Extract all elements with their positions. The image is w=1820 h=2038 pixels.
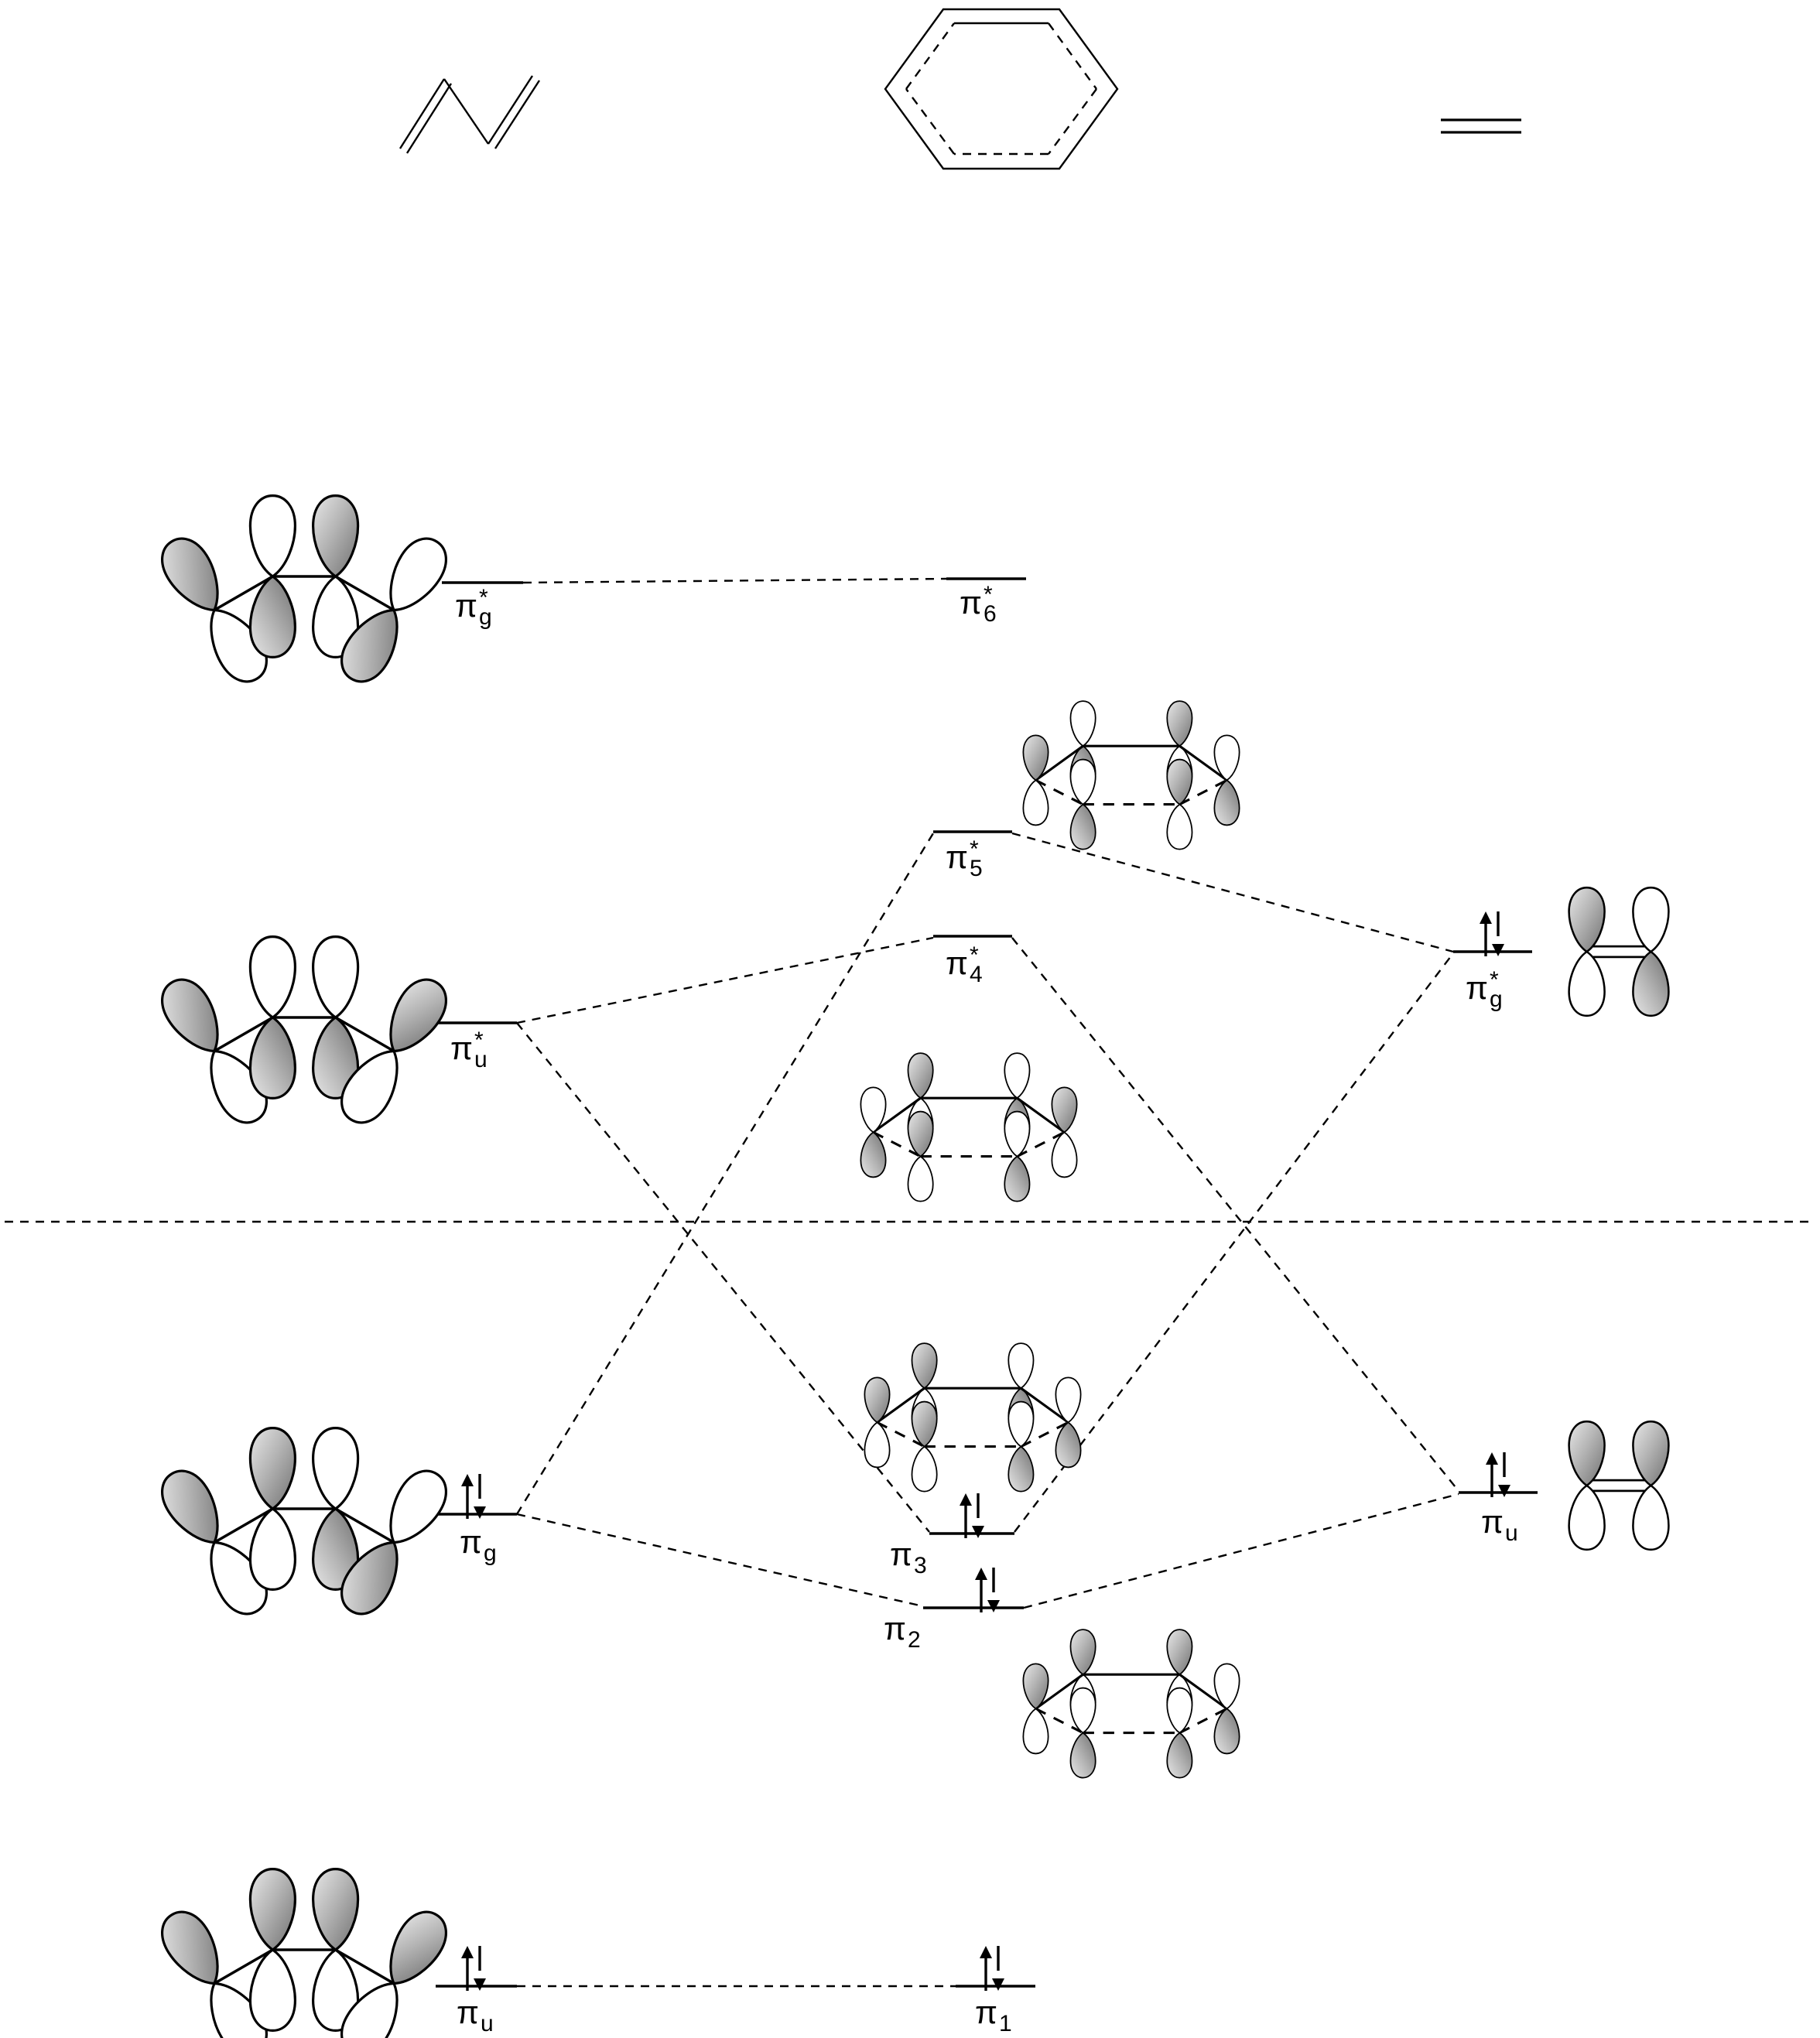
butadiene-pi-g-orbital-diagram <box>152 1428 456 1623</box>
correlation-line-benzene-pistar-5-to-ethylene-pistar-g <box>1011 832 1454 953</box>
butadiene-pistar-u-orbital-diagram <box>152 937 456 1132</box>
ethylene-pistar-g-orbital-diagram <box>1569 887 1669 1016</box>
label-base: π <box>450 1030 473 1066</box>
butadiene-pi-u-orbital-diagram <box>152 1869 456 2038</box>
electron-pair-ethylene-pistar-g <box>1478 910 1506 958</box>
benzene-pistar-5-orbital-diagram <box>1023 701 1239 849</box>
label-sup: * <box>478 585 488 610</box>
label-sup: * <box>969 942 979 968</box>
ethylene-structure <box>1441 118 1521 134</box>
butadiene-energy-levels <box>436 581 523 1988</box>
electron-arrows <box>460 910 1512 1992</box>
label-sub: u <box>480 2011 494 2036</box>
correlation-line-benzene-pi-2-to-ethylene-pi-u <box>1023 1493 1459 1609</box>
label-sub: 2 <box>907 1627 921 1653</box>
label-sub: 5 <box>969 856 983 881</box>
label-sup: * <box>969 836 979 862</box>
label-base: π <box>455 587 477 624</box>
benzene-pi-3-orbital-diagram <box>864 1343 1080 1491</box>
label-sub: g <box>483 1540 497 1566</box>
label-base: π <box>884 1610 906 1646</box>
correlation-line-butadiene-pistar-u-to-benzene-pi-3 <box>516 1022 930 1533</box>
label-sup: * <box>983 582 993 607</box>
correlation-line-benzene-pistar-4-to-ethylene-pi-u <box>1011 937 1459 1492</box>
electron-pair-butadiene-pi-u <box>460 1944 488 1992</box>
label-base: π <box>457 1994 479 2030</box>
label-sub: 6 <box>983 601 997 627</box>
correlation-lines <box>515 577 1459 1988</box>
label-base: π <box>975 1994 997 2030</box>
electron-pair-benzene-pi-2 <box>973 1566 1001 1614</box>
benzene-pi-2-orbital-diagram <box>1023 1629 1239 1777</box>
correlation-line-benzene-pi-3-to-ethylene-pistar-g <box>1014 952 1454 1533</box>
label-base: π <box>960 584 982 621</box>
label-base: π <box>1481 1503 1504 1540</box>
label-sub: 4 <box>969 962 983 987</box>
benzene-pistar-5-label: π*5 <box>946 836 983 881</box>
electron-pair-benzene-pi-3 <box>958 1492 986 1540</box>
butadiene-pistar-u-label: π*u <box>450 1028 488 1072</box>
butadiene-pistar-g-label: π*g <box>455 585 492 630</box>
correlation-line-butadiene-pistar-u-to-benzene-pistar-4 <box>516 936 934 1024</box>
label-sub: u <box>474 1047 488 1072</box>
label-sup: * <box>474 1028 484 1053</box>
benzene-energy-levels <box>923 577 1035 1988</box>
correlation-line-butadiene-pi-g-to-benzene-pi-2 <box>516 1513 924 1608</box>
label-base: π <box>890 1536 912 1572</box>
label-base: π <box>460 1523 482 1560</box>
butadiene-pistar-g-orbital-diagram <box>152 496 456 691</box>
label-base: π <box>1466 969 1488 1006</box>
ethylene-pi-u-orbital-diagram <box>1569 1421 1669 1550</box>
label-sup: * <box>1489 967 1499 993</box>
ethylene-energy-levels <box>1453 950 1538 1494</box>
electron-pair-ethylene-pi-u <box>1484 1451 1512 1499</box>
label-base: π <box>946 945 968 981</box>
electron-pair-butadiene-pi-g <box>460 1472 488 1520</box>
ethylene-pistar-g-label: π*g <box>1466 967 1503 1012</box>
benzene-structure <box>884 8 1119 170</box>
label-sub: 1 <box>998 2011 1012 2036</box>
benzene-pistar-4-label: π*4 <box>946 942 983 987</box>
benzene-pistar-6-label: π*6 <box>960 582 997 627</box>
label-sub: g <box>1489 987 1503 1012</box>
electron-pair-benzene-pi-1 <box>978 1944 1006 1992</box>
label-sub: g <box>478 604 492 630</box>
butadiene-structure <box>399 75 541 154</box>
correlation-line-butadiene-pistar-g-to-benzene-pistar-6 <box>522 577 947 584</box>
benzene-pistar-4-orbital-diagram <box>860 1053 1076 1201</box>
label-sub: 3 <box>913 1553 927 1578</box>
label-sub: u <box>1504 1520 1518 1546</box>
label-base: π <box>946 839 968 875</box>
